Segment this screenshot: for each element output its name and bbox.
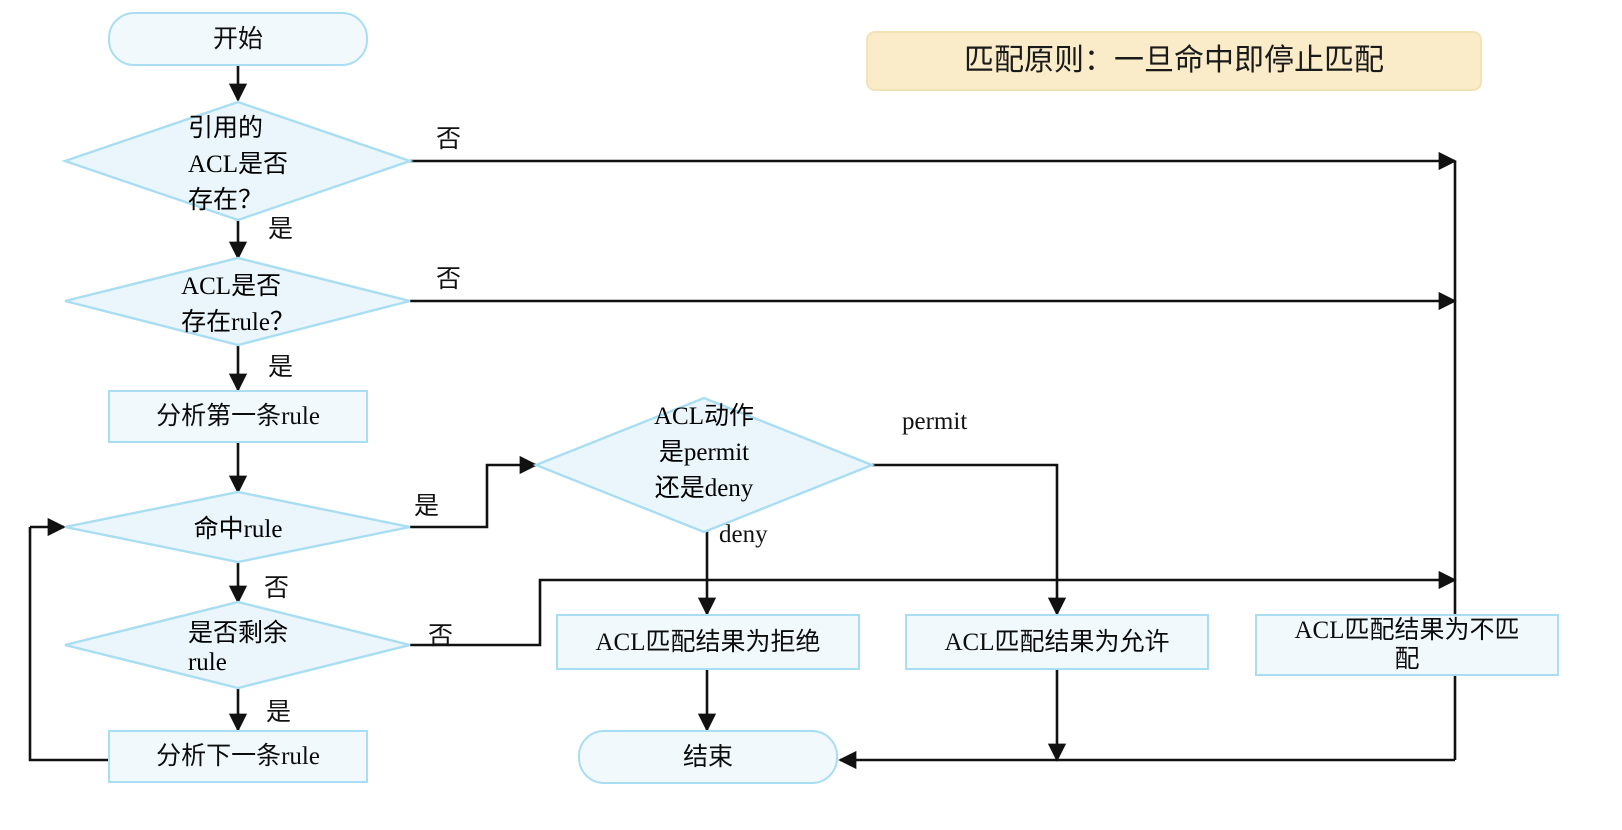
edge-label-acl-exists-yes: 是	[268, 216, 294, 243]
edge-action-permit	[872, 463, 1067, 616]
diamond-acl-action	[532, 396, 876, 534]
diamond-rule-exists	[64, 256, 411, 347]
edge-label-hit-rule-no: 否	[264, 575, 290, 602]
node-result-nomatch-line-2: 配	[1394, 646, 1420, 673]
diamond-acl-exists	[61, 100, 414, 222]
node-end[interactable]: 结束	[578, 730, 838, 784]
node-analyze-next-rule[interactable]: 分析下一条rule	[108, 730, 368, 783]
edge-remain-rule-no	[410, 570, 1457, 647]
node-result-permit[interactable]: ACL匹配结果为允许	[905, 614, 1209, 670]
edge-label-action-permit: permit	[902, 408, 968, 435]
node-result-deny[interactable]: ACL匹配结果为拒绝	[556, 614, 860, 670]
node-result-nomatch[interactable]: ACL匹配结果为不匹 配	[1255, 614, 1559, 676]
edge-label-acl-exists-no: 否	[436, 126, 462, 153]
note-matching-principle: 匹配原则：一旦命中即停止匹配	[866, 31, 1482, 91]
edge-label-rule-exists-yes: 是	[268, 354, 294, 381]
node-start[interactable]: 开始	[108, 12, 368, 66]
diamond-hit-rule	[64, 490, 411, 564]
edge-label-action-deny: deny	[719, 521, 768, 548]
node-result-nomatch-line-1: ACL匹配结果为不匹	[1294, 617, 1520, 644]
edge-label-hit-rule-yes: 是	[414, 493, 440, 520]
node-analyze-first-rule[interactable]: 分析第一条rule	[108, 390, 368, 443]
edge-label-remain-rule-no: 否	[428, 623, 454, 650]
edge-label-rule-exists-no: 否	[436, 266, 462, 293]
edge-loop-back-path	[28, 527, 110, 762]
edge-label-remain-rule-yes: 是	[266, 699, 292, 726]
diamond-remain-rule	[64, 600, 411, 690]
edge-hit-rule-yes	[410, 455, 538, 529]
